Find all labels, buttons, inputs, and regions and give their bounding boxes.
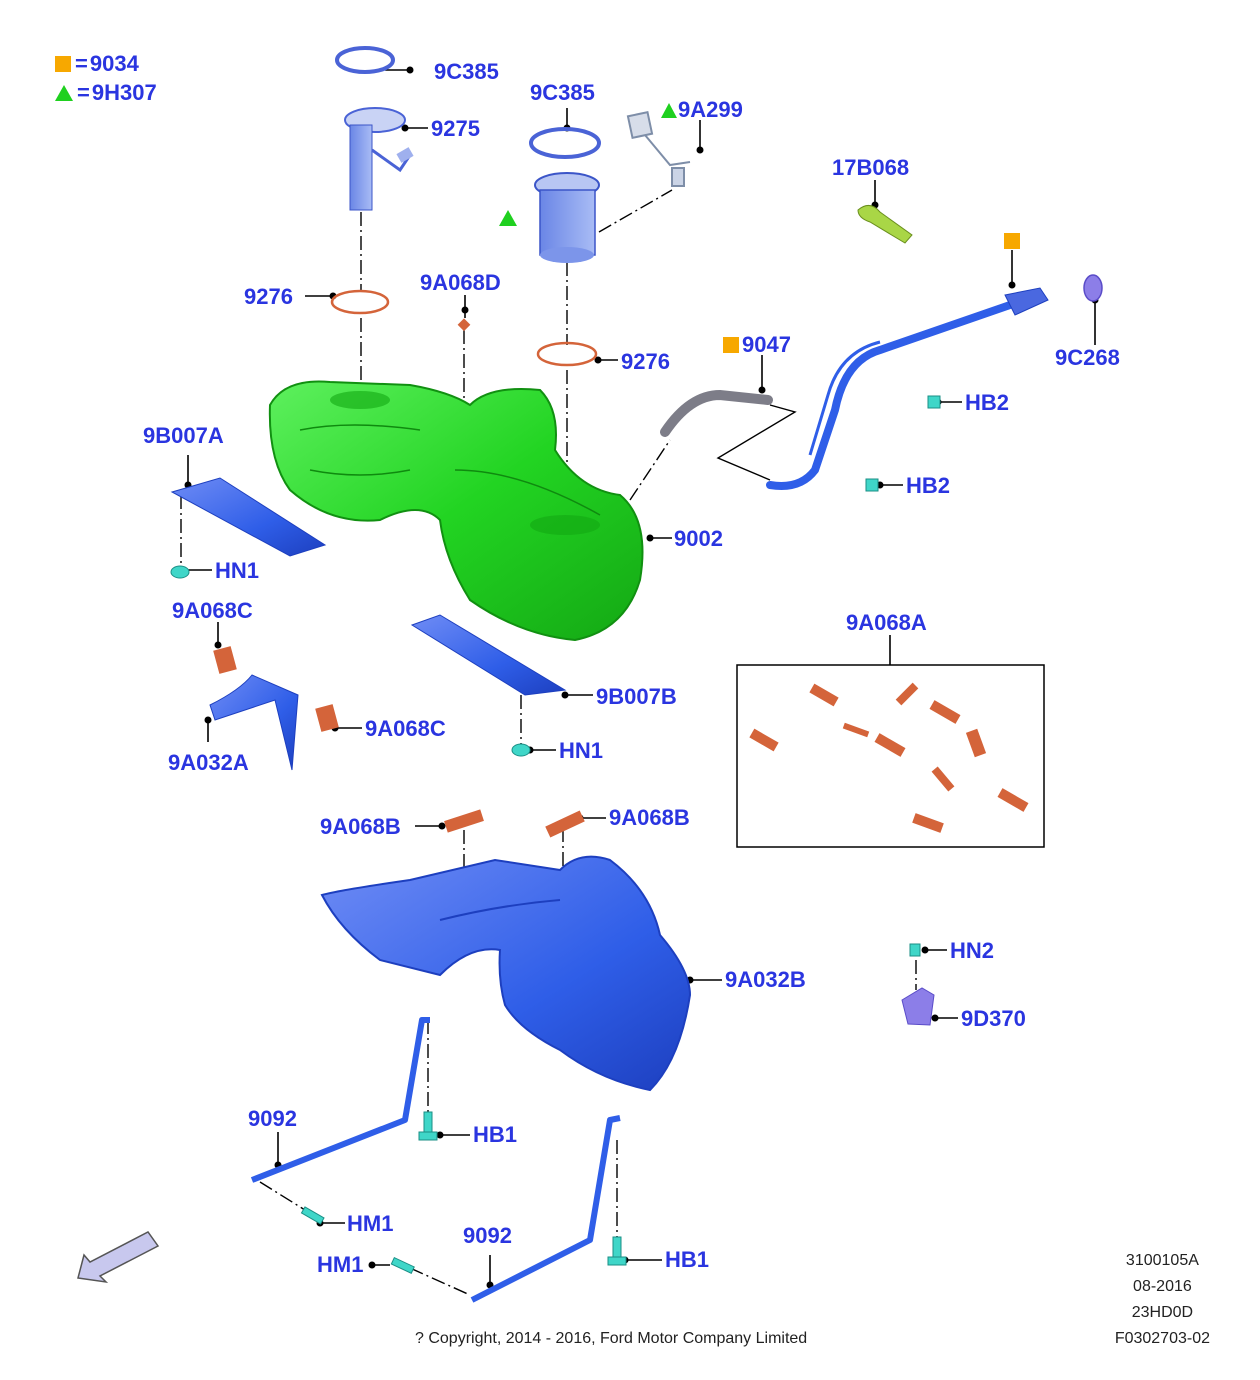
fuel-pump-module — [534, 172, 600, 263]
legend-code[interactable]: 9034 — [89, 51, 139, 76]
bracket-9d370 — [901, 987, 935, 1026]
kit-box-9a068a — [736, 664, 1045, 848]
heat-shield-9b007a — [170, 477, 327, 557]
fuel-sender-9275 — [344, 107, 414, 211]
nut-hn1-right — [511, 743, 531, 757]
pad-9a068c-upper — [213, 646, 237, 674]
part-label-hn1-right[interactable]: HN1 — [559, 738, 604, 763]
green-triangle-icon — [55, 85, 73, 101]
part-label-9c385-right[interactable]: 9C385 — [530, 80, 595, 105]
legend-equals: = — [77, 80, 90, 105]
part-label-9a068b-right[interactable]: 9A068B — [609, 805, 690, 830]
pad-9a068b-left — [444, 809, 484, 833]
stud-hm1-left — [300, 1206, 325, 1225]
legend-row-orange: = 9034 — [55, 51, 139, 76]
part-label-hm1-right[interactable]: HM1 — [317, 1252, 364, 1277]
under-shield-9a032b — [320, 855, 692, 1092]
lock-ring-9c385-left — [335, 46, 395, 74]
heat-shield-9b007b — [410, 614, 567, 696]
part-label-9275[interactable]: 9275 — [431, 116, 480, 141]
pads-9a068a — [749, 682, 1029, 833]
diagram-metadata: 3100105A 08-2016 23HD0D F0302703-02 — [1115, 1248, 1210, 1352]
stud-hm1-right — [390, 1256, 415, 1274]
legend-equals: = — [75, 51, 88, 76]
meta-figure: F0302703-02 — [1114, 1330, 1210, 1347]
seal-9276-right — [536, 341, 598, 367]
part-label-9c268[interactable]: 9C268 — [1055, 345, 1120, 370]
part-label-9a068d[interactable]: 9A068D — [420, 270, 501, 295]
part-label-9276-left[interactable]: 9276 — [244, 284, 293, 309]
part-label-9d370[interactable]: 9D370 — [961, 1006, 1026, 1031]
meta-code: 3100105A — [1125, 1252, 1199, 1269]
fuel-cap-9c268 — [1083, 274, 1103, 302]
green-triangle-marker — [499, 210, 517, 226]
pad-9a068c-lower — [315, 704, 339, 732]
clip-hb2-upper — [927, 395, 941, 409]
part-label-17b068[interactable]: 17B068 — [832, 155, 910, 180]
green-triangle-marker-9a299 — [661, 103, 677, 118]
clip-hb2-lower — [865, 478, 879, 492]
legend-code[interactable]: 9H307 — [91, 80, 157, 105]
part-label-9b007b[interactable]: 9B007B — [596, 684, 677, 709]
bolt-hb1-right — [607, 1236, 627, 1266]
fuel-level-sensor-9a299 — [626, 110, 691, 187]
shield-9a032a — [209, 674, 299, 771]
part-label-hb2-lower[interactable]: HB2 — [906, 473, 951, 498]
part-label-9a068b-left[interactable]: 9A068B — [320, 814, 401, 839]
orange-square-marker-9047 — [723, 337, 739, 353]
bolt-hb1-left — [418, 1111, 438, 1141]
strap-9092-left — [250, 1017, 430, 1183]
lock-ring-9c385-right — [529, 127, 601, 159]
part-label-9b007a[interactable]: 9B007A — [143, 423, 224, 448]
strap-9092-right — [470, 1115, 621, 1303]
part-label-9a299[interactable]: 9A299 — [678, 97, 743, 122]
bracket-17b068 — [857, 205, 913, 244]
filler-pipe — [766, 287, 1049, 490]
nut-hn1-left — [170, 565, 190, 579]
part-label-hn2[interactable]: HN2 — [950, 938, 995, 963]
copyright-notice: ? Copyright, 2014 - 2016, Ford Motor Com… — [415, 1330, 808, 1347]
part-label-hn1-left[interactable]: HN1 — [215, 558, 260, 583]
part-label-9092-left[interactable]: 9092 — [248, 1106, 297, 1131]
part-label-9276-right[interactable]: 9276 — [621, 349, 670, 374]
legend-row-green: = 9H307 — [55, 80, 157, 105]
meta-date: 08-2016 — [1133, 1278, 1192, 1295]
pad-9a068b-right — [545, 810, 585, 838]
part-label-hb1-right[interactable]: HB1 — [665, 1247, 710, 1272]
orange-square-marker-filler — [1004, 233, 1020, 249]
direction-arrow-icon — [77, 1231, 160, 1284]
part-label-9002[interactable]: 9002 — [674, 526, 723, 551]
pad-9a068d — [457, 318, 471, 332]
part-label-9047[interactable]: 9047 — [742, 332, 791, 357]
filler-hose-9047 — [660, 389, 773, 437]
part-label-9c385-upper[interactable]: 9C385 — [434, 59, 499, 84]
part-label-9a068a[interactable]: 9A068A — [846, 610, 927, 635]
part-label-hb1-left[interactable]: HB1 — [473, 1122, 518, 1147]
meta-model: 23HD0D — [1131, 1304, 1194, 1321]
part-label-9a068c-upper[interactable]: 9A068C — [172, 598, 253, 623]
seal-9276-left — [330, 289, 390, 315]
part-label-9a032a[interactable]: 9A032A — [168, 750, 249, 775]
part-label-hb2-upper[interactable]: HB2 — [965, 390, 1010, 415]
nut-hn2 — [909, 943, 921, 957]
orange-square-icon — [55, 56, 71, 72]
part-label-hm1-left[interactable]: HM1 — [347, 1211, 394, 1236]
part-label-9092-right[interactable]: 9092 — [463, 1223, 512, 1248]
part-label-9a032b[interactable]: 9A032B — [725, 967, 806, 992]
part-label-9a068c-lower[interactable]: 9A068C — [365, 716, 446, 741]
fuel-tank-9002 — [268, 380, 644, 642]
